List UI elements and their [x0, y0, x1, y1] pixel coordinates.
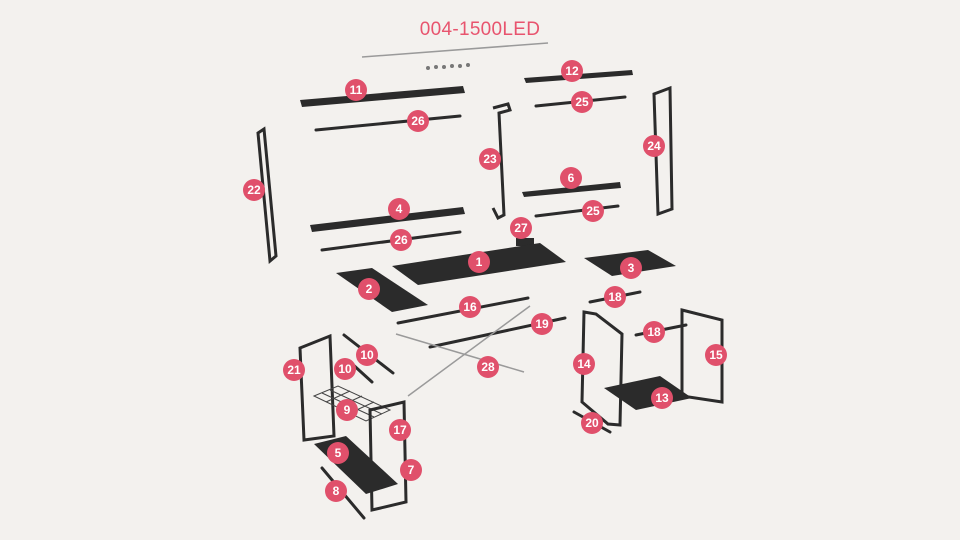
part-13-shelf	[604, 376, 692, 410]
badge-part-2: 2	[358, 278, 380, 300]
badge-part-5: 5	[327, 442, 349, 464]
badge-part-4: 4	[388, 198, 410, 220]
badge-part-17: 17	[389, 419, 411, 441]
badge-part-13: 13	[651, 387, 673, 409]
part-15-frame	[680, 308, 724, 404]
part-4-shelf	[310, 207, 465, 232]
badge-part-24: 24	[643, 135, 665, 157]
led-clips	[426, 63, 470, 70]
badge-part-9: 9	[336, 399, 358, 421]
part-22-upright	[256, 126, 278, 264]
badge-part-10-b: 10	[334, 358, 356, 380]
badge-part-25-lower: 25	[582, 200, 604, 222]
badge-part-11: 11	[345, 79, 367, 101]
badge-part-20: 20	[581, 412, 603, 434]
part-2-panel	[336, 268, 428, 312]
badge-part-10-a: 10	[356, 344, 378, 366]
badge-part-26-upper: 26	[407, 110, 429, 132]
badge-part-7: 7	[400, 459, 422, 481]
part-14-frame	[580, 310, 624, 427]
part-11-shelf	[300, 86, 465, 107]
led-strip	[361, 42, 549, 58]
part-24-upright	[652, 85, 674, 217]
part-6-shelf	[522, 182, 621, 197]
part-26-bar-upper	[314, 114, 462, 132]
badge-part-25-upper: 25	[571, 91, 593, 113]
badge-part-6: 6	[560, 167, 582, 189]
model-title: 004-1500LED	[419, 19, 541, 40]
badge-part-1: 1	[468, 251, 490, 273]
part-28-brace-b	[407, 305, 531, 397]
part-21-frame	[298, 333, 336, 442]
badge-part-12: 12	[561, 60, 583, 82]
badge-part-16: 16	[459, 296, 481, 318]
badge-part-3: 3	[620, 257, 642, 279]
badge-part-19: 19	[531, 313, 553, 335]
badge-part-8: 8	[325, 480, 347, 502]
badge-part-18-upper: 18	[604, 286, 626, 308]
badge-part-22: 22	[243, 179, 265, 201]
badge-part-14: 14	[573, 353, 595, 375]
part-23-upright	[491, 102, 512, 221]
part-25-bar-lower	[534, 204, 620, 218]
badge-part-26-lower: 26	[390, 229, 412, 251]
badge-part-28: 28	[477, 356, 499, 378]
badge-part-18-lower: 18	[643, 321, 665, 343]
part-28-brace-a	[395, 333, 525, 373]
badge-part-27: 27	[510, 217, 532, 239]
part-27-module	[516, 238, 534, 246]
badge-part-23: 23	[479, 148, 501, 170]
badge-part-21: 21	[283, 359, 305, 381]
badge-part-15: 15	[705, 344, 727, 366]
